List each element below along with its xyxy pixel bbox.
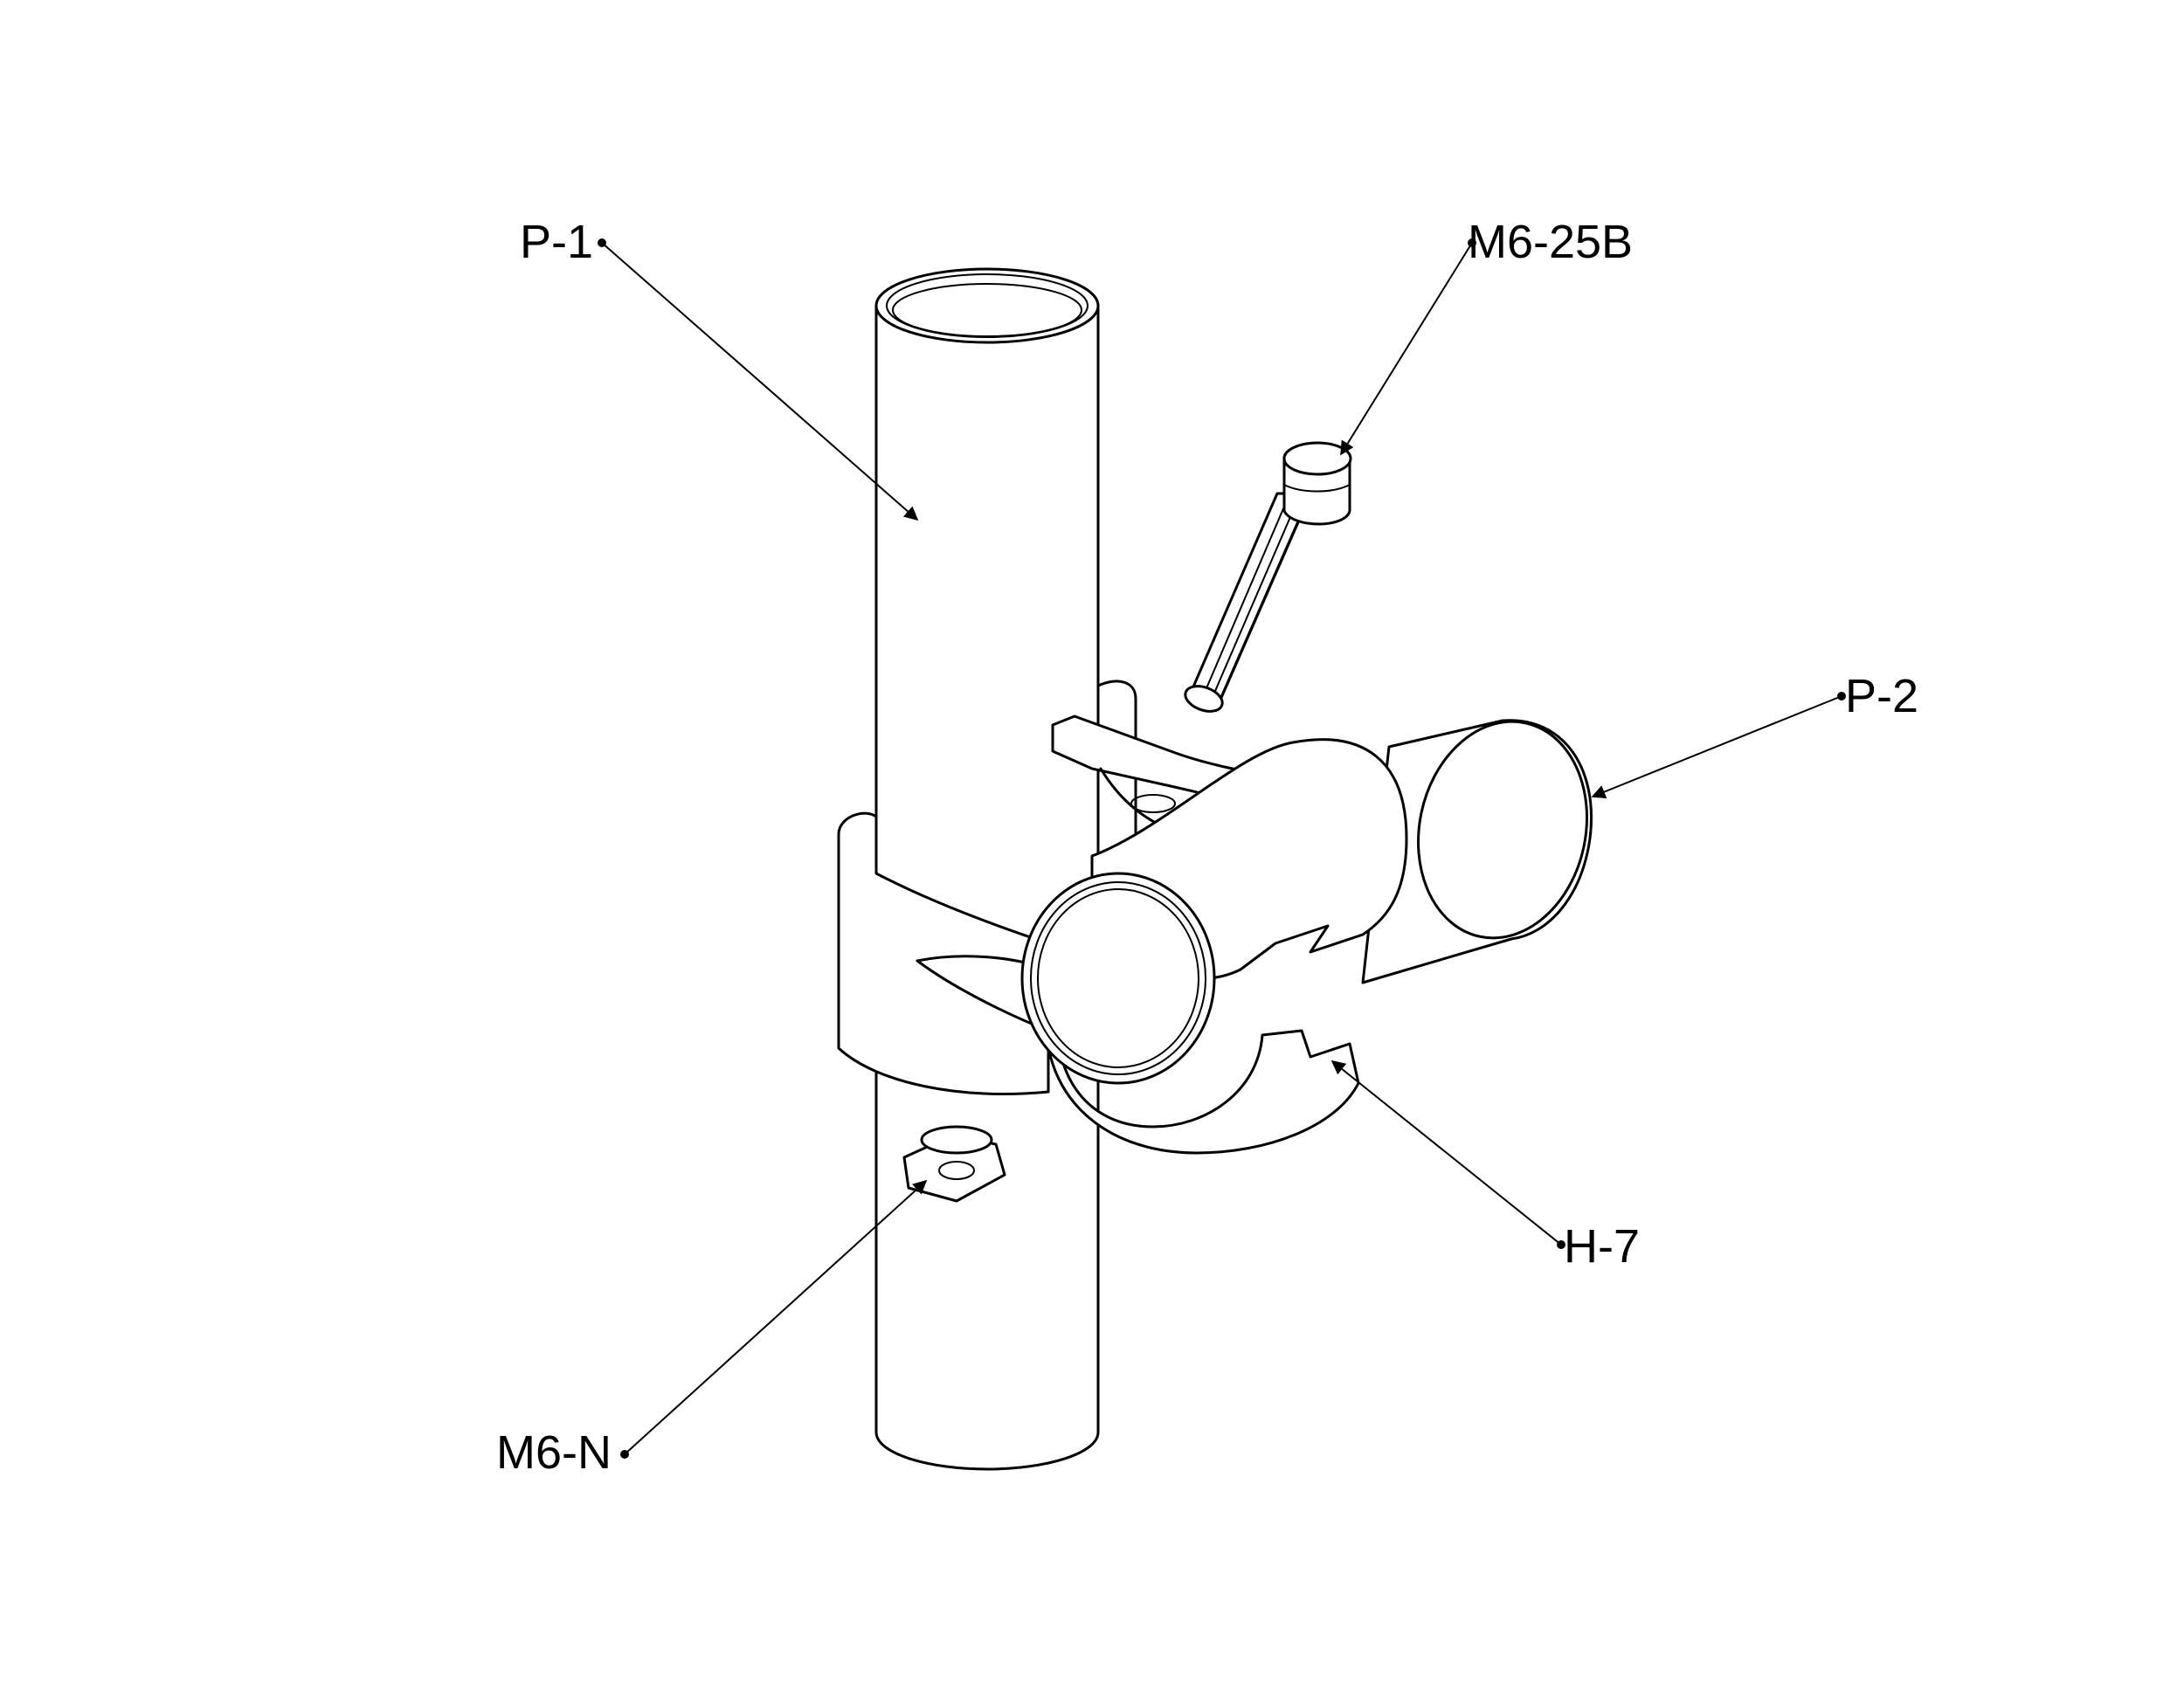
leader-p2 [1591, 695, 1842, 799]
leader-m625b [1340, 242, 1473, 456]
pipe-p1-drawing [874, 267, 1100, 1471]
leader-m6n [624, 1179, 928, 1455]
clamp-h7-drawing [837, 811, 1360, 1155]
label-m6n: M6-N [496, 1426, 612, 1479]
bolt-m625b-drawing [1184, 441, 1352, 713]
label-m625b: M6-25B [1468, 216, 1634, 268]
label-p2: P-2 [1845, 670, 1919, 722]
label-p1: P-1 [520, 216, 594, 268]
leader-h7 [1330, 1059, 1562, 1246]
leader-lines [598, 238, 1846, 1459]
leader-p1 [601, 242, 919, 521]
label-h7: H-7 [1564, 1220, 1641, 1273]
nut-m6n-drawing [902, 1125, 1006, 1203]
